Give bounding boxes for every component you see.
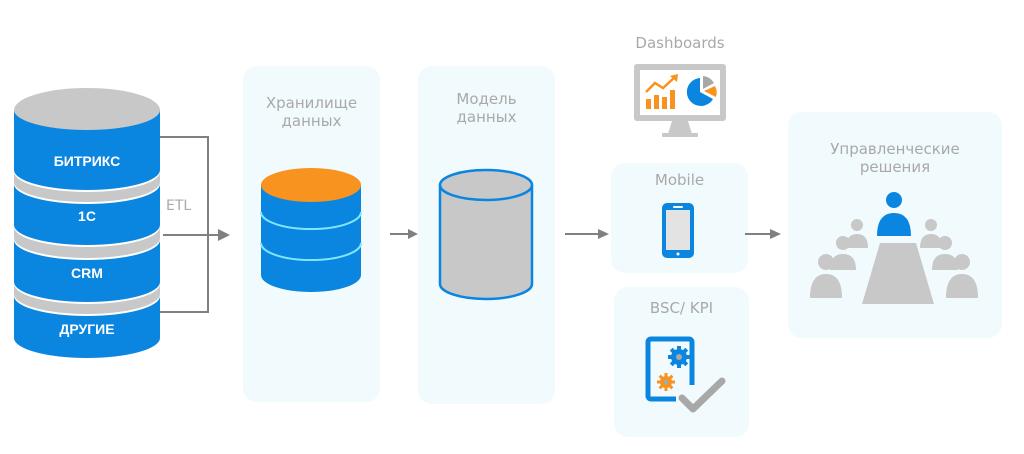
etl-label: ETL [166, 198, 192, 214]
model-title-line2: данных [456, 108, 517, 126]
model-title-line1: Модель [456, 90, 517, 108]
warehouse-title-line1: Хранилище [265, 94, 358, 112]
bsc-kpi-title: BSC/ KPI [649, 299, 714, 317]
pie-chart-icon [686, 76, 717, 106]
gear-icon-orange [657, 373, 675, 391]
source-item-bitrix: БИТРИКС [53, 153, 121, 169]
decisions-title-line2: решения [859, 158, 931, 176]
source-item-crm: CRM [71, 265, 103, 281]
dashboards-title: Dashboards [635, 34, 725, 52]
sources-database-stack [14, 88, 230, 358]
leader-person-icon [877, 192, 911, 236]
warehouse-title-line2: данных [281, 112, 342, 130]
meeting-table [862, 243, 934, 304]
source-item-1c: 1С [78, 208, 96, 224]
mobile-title: Mobile [654, 171, 705, 189]
etl-arrowhead [218, 229, 230, 241]
gear-icon-blue [668, 346, 690, 368]
etl-bracket [160, 136, 220, 313]
bar-chart-icon [646, 90, 675, 109]
decisions-title-line1: Управленческие [830, 140, 960, 158]
source-item-other: ДРУГИЕ [59, 321, 115, 337]
checkmark-icon [678, 377, 726, 413]
